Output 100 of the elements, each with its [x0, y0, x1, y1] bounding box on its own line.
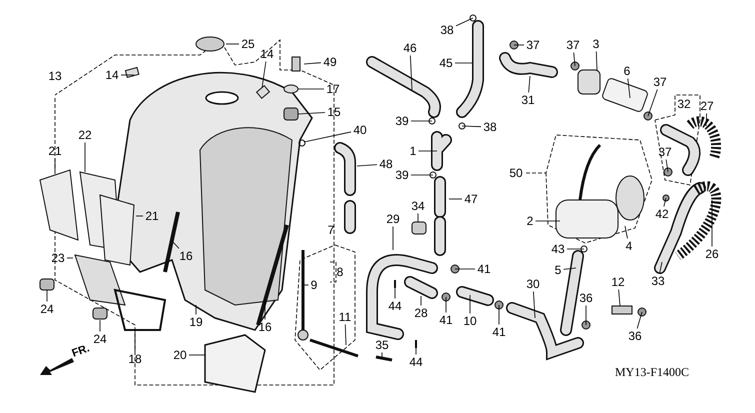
callout-number: 27 — [699, 100, 715, 112]
callout-number: 39 — [394, 168, 410, 182]
leader-line — [454, 268, 476, 270]
leader-line — [54, 158, 56, 170]
direction-label: FR. — [70, 341, 92, 362]
leader-line — [533, 291, 536, 318]
callout-number: 20 — [172, 348, 188, 362]
callout-number: 30 — [525, 278, 541, 290]
leader-line — [172, 242, 180, 249]
callout-number: 16 — [257, 320, 273, 334]
callout-number: 47 — [463, 192, 479, 206]
callout-number: 41 — [491, 326, 507, 338]
callout-number: 50 — [508, 166, 524, 180]
callout-number: 16 — [178, 250, 194, 262]
leader-line — [627, 78, 630, 98]
callout-number: 28 — [413, 306, 429, 320]
leader-line — [298, 88, 324, 90]
callout-number: 41 — [438, 314, 454, 326]
leader-line — [618, 289, 620, 306]
callout-number: 3 — [592, 38, 600, 50]
leader-line — [304, 284, 309, 286]
leader-line — [454, 62, 472, 64]
callout-number: 37 — [525, 38, 541, 52]
leader-line — [624, 226, 628, 239]
callout-number: 24 — [39, 302, 55, 316]
callout-number: 36 — [627, 330, 643, 342]
callout-number: 10 — [462, 314, 478, 328]
callout-number: 43 — [550, 242, 566, 256]
leader-line — [563, 268, 576, 270]
callout-number: 29 — [385, 212, 401, 226]
leader-line — [356, 164, 378, 166]
callout-number: 39 — [394, 114, 410, 128]
callout-number: 21 — [144, 210, 160, 222]
callout-number: 33 — [650, 274, 666, 288]
leader-line — [410, 55, 412, 90]
leader-line — [420, 296, 422, 306]
callout-number: 17 — [325, 82, 341, 96]
callout-number: 49 — [322, 56, 338, 68]
leader-line — [392, 226, 394, 250]
callout-number: 35 — [374, 338, 390, 352]
callout-number: 11 — [337, 310, 353, 324]
callout-number: 19 — [188, 316, 204, 328]
callout-number: 37 — [652, 76, 668, 88]
leader-line — [410, 120, 432, 122]
callout-number: 13 — [47, 70, 63, 82]
callout-number: 6 — [622, 64, 632, 78]
callout-number: 31 — [520, 94, 536, 106]
leader-line — [304, 132, 352, 142]
leader-line — [663, 198, 666, 207]
leader-line — [666, 159, 668, 172]
callout-number: 8 — [336, 266, 344, 278]
leader-line — [573, 52, 576, 66]
leader-line — [262, 61, 266, 88]
callout-number: 18 — [127, 352, 143, 366]
leader-line — [304, 62, 322, 64]
callout-number: 7 — [326, 224, 336, 236]
callout-number: 38 — [439, 24, 455, 36]
callout-number: 44 — [408, 356, 424, 368]
leader-line — [298, 112, 326, 114]
leader-line — [344, 324, 346, 346]
callout-number: 1 — [408, 144, 418, 158]
callout-number: 34 — [410, 200, 426, 212]
callout-number: 24 — [92, 332, 108, 346]
leader-line — [535, 220, 560, 222]
leader-line — [706, 113, 708, 126]
callout-number: 37 — [565, 38, 581, 52]
callout-number: 44 — [387, 300, 403, 312]
leader-line — [134, 330, 136, 352]
callout-number: 9 — [310, 278, 318, 292]
leader-line — [84, 142, 86, 172]
callout-number: 23 — [50, 252, 66, 264]
leader-line — [394, 288, 396, 299]
leader-line — [448, 198, 462, 200]
leader-line — [648, 89, 658, 116]
leader-line — [659, 262, 662, 274]
callout-number: 41 — [476, 262, 492, 276]
callout-number: 32 — [676, 98, 692, 110]
leader-line — [46, 290, 48, 302]
callout-number: 42 — [654, 208, 670, 220]
leader-line — [120, 74, 134, 76]
callout-number: 14 — [259, 48, 275, 60]
callout-number: 15 — [326, 106, 342, 118]
leader-line — [528, 76, 530, 93]
callout-number: 38 — [482, 120, 498, 134]
leader-line — [188, 354, 206, 356]
leader-line — [498, 304, 500, 325]
leader-line — [566, 248, 584, 250]
callout-number: 2 — [526, 214, 534, 228]
leader-line — [636, 312, 642, 329]
callout-number: 26 — [704, 248, 720, 260]
leader-line — [264, 300, 266, 320]
callout-number: 36 — [578, 292, 594, 304]
callout-number: 46 — [402, 42, 418, 54]
callout-number: 21 — [47, 144, 63, 158]
callout-number: 48 — [378, 158, 394, 170]
callout-number: 40 — [352, 124, 368, 136]
callout-number: 45 — [438, 56, 454, 70]
drawing-code: MY13-F1400C — [615, 364, 690, 381]
callout-number: 4 — [624, 240, 634, 252]
callout-number: 22 — [77, 128, 93, 142]
